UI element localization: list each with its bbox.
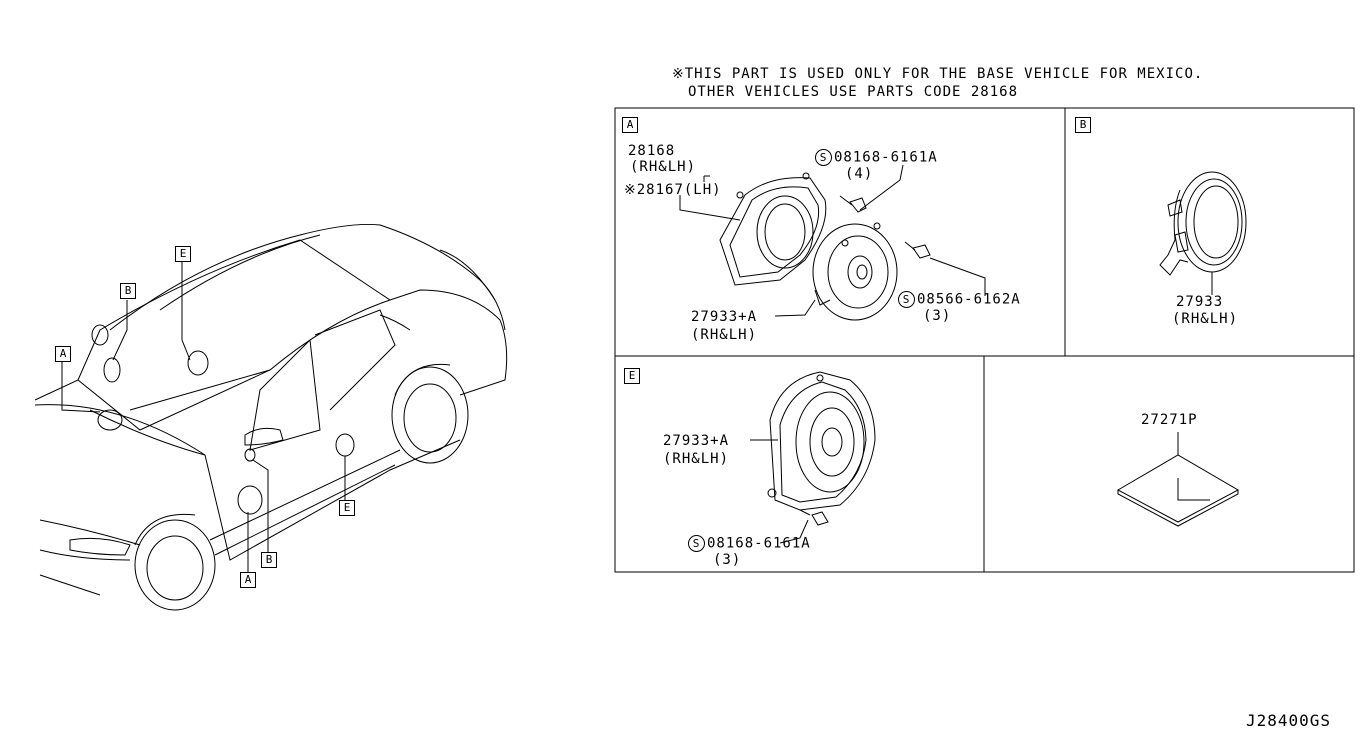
car-tag-a-windshield[interactable]: A xyxy=(55,346,71,362)
screw-08168-e-code: 08168-6161A xyxy=(707,535,811,552)
screw-08566-code: 08566-6162A xyxy=(917,291,1021,308)
part-28168-code[interactable]: 28168 xyxy=(628,143,676,159)
diagram-id: J28400GS xyxy=(1246,711,1332,730)
part-27933a-e-code[interactable]: 27933+A xyxy=(663,433,730,449)
vehicle-outline xyxy=(34,223,508,611)
screw-08168-qty: (4) xyxy=(845,166,874,182)
screw-08566-qty: (3) xyxy=(923,308,952,324)
part-27933a-code[interactable]: 27933+A xyxy=(691,309,758,325)
screw-symbol-icon: S xyxy=(688,535,705,552)
panel-p-artwork xyxy=(1116,432,1240,527)
panel-e-artwork xyxy=(750,371,876,544)
panel-a-artwork xyxy=(679,164,986,321)
panel-b-artwork xyxy=(1159,171,1247,295)
car-tag-b-door[interactable]: B xyxy=(261,552,277,568)
car-tag-e-rear[interactable]: E xyxy=(175,246,191,262)
part-27933-side: (RH&LH) xyxy=(1172,311,1239,327)
part-27271p-code[interactable]: 27271P xyxy=(1141,412,1198,428)
panel-b-tag: B xyxy=(1075,117,1091,133)
panel-frames xyxy=(614,107,1355,573)
part-28167-code[interactable]: ※28167(LH) xyxy=(624,182,722,198)
screw-08168-code: 08168-6161A xyxy=(834,149,938,166)
part-28168-side: (RH&LH) xyxy=(630,159,697,175)
part-27933a-side: (RH&LH) xyxy=(691,327,758,343)
screw-symbol-icon: S xyxy=(815,149,832,166)
panel-e-tag: E xyxy=(624,368,640,384)
car-tag-b-pillar[interactable]: B xyxy=(120,283,136,299)
part-27933a-e-side: (RH&LH) xyxy=(663,451,730,467)
note-line-2: OTHER VEHICLES USE PARTS CODE 28168 xyxy=(688,84,1019,100)
part-27933-code[interactable]: 27933 xyxy=(1176,294,1224,310)
screw-08168-e-qty: (3) xyxy=(713,552,742,568)
screw-symbol-icon: S xyxy=(898,291,915,308)
panel-a-tag: A xyxy=(622,117,638,133)
note-line-1: ※THIS PART IS USED ONLY FOR THE BASE VEH… xyxy=(672,66,1204,82)
car-tag-e-door[interactable]: E xyxy=(339,500,355,516)
car-tag-a-door[interactable]: A xyxy=(240,572,256,588)
